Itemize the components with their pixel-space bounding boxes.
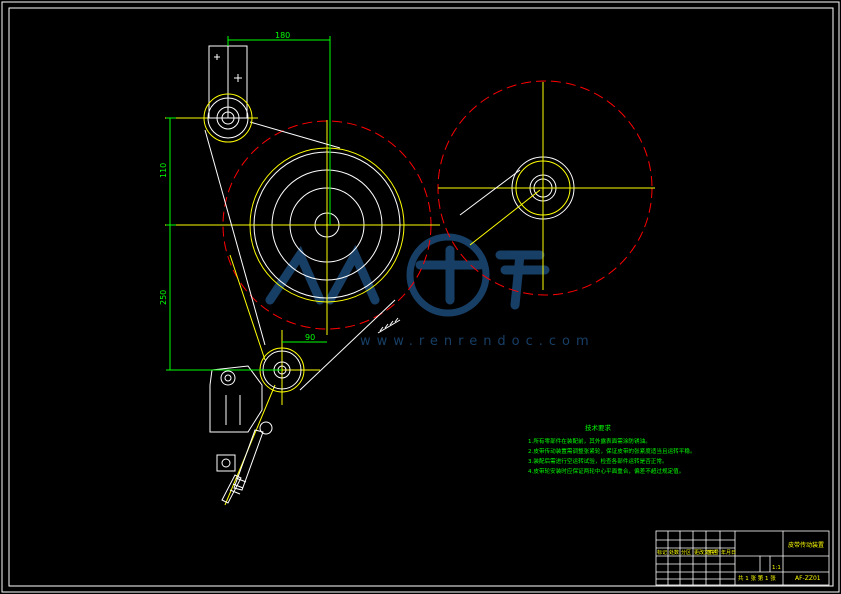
notes-title: 技术要求 [585,423,612,432]
tb-header-4: 更改文件号 [694,549,719,556]
watermark-text: www.renrendoc.com [360,334,595,349]
tb-drawing-code: AF-ZZ01 [795,575,821,582]
belt-lines [204,121,521,391]
title-block [655,530,830,586]
note-4: 4.皮带轮安装时应保证两轮中心平面重合，偏差不超过规定值。 [528,467,684,475]
tb-header-3: 分区 [681,549,691,556]
tb-scale: 1:1 [772,565,781,571]
tb-header-5: 签名 [707,549,717,556]
dim-left-upper: 110 [159,163,168,178]
tb-drawing-name: 皮带传动装置 [788,541,824,549]
dim-left-lower: 250 [159,290,168,305]
upper-bracket [203,45,253,143]
tb-header-6: 年月日 [721,549,736,556]
small-chain [377,317,401,334]
tb-sheet: 共 1 张 第 1 张 [738,574,776,582]
dim-middle: 90 [305,333,315,342]
dimensions [166,36,331,371]
center-lines [165,60,655,405]
inner-frame [8,7,834,587]
dim-top: 180 [275,31,290,40]
note-3: 3.装配后需进行空运转试验，检查各部件运转是否正常。 [528,457,668,465]
lower-bracket [209,365,273,504]
watermark: www.renrendoc.com [265,233,595,349]
technical-notes: 技术要求 1.所有零部件在装配前，其外露表面需涂防锈油。 2.皮带传动装置需调整… [528,423,696,475]
note-2: 2.皮带传动装置需调整张紧轮，保证皮带的张紧度适当且运转平稳。 [528,447,696,455]
note-1: 1.所有零部件在装配前，其外露表面需涂防锈油。 [528,437,651,445]
tb-header-1: 标记 [657,549,667,556]
tb-header-2: 处数 [669,549,679,556]
